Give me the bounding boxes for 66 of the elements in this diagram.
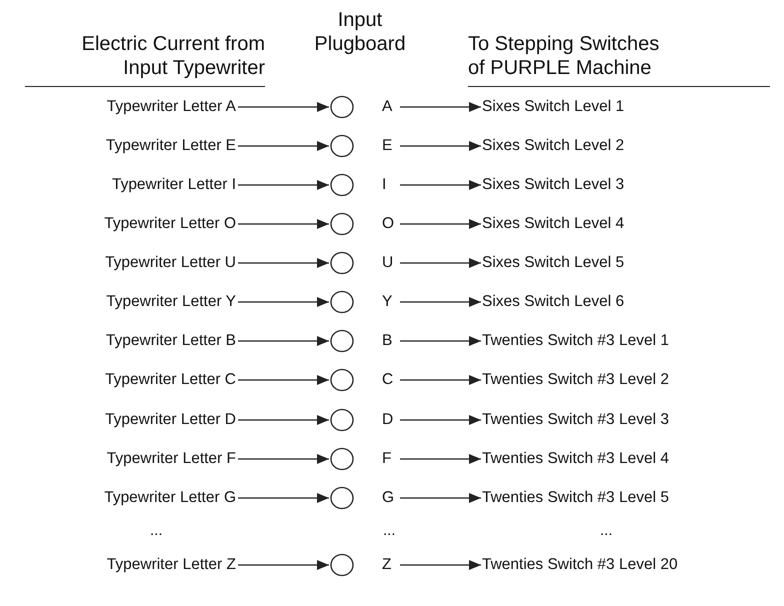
column-heading: To Stepping Switches of PURPLE Machine: [468, 32, 660, 80]
output-label: Twenties Switch #3 Level 5: [482, 488, 669, 508]
plug-letter: E: [382, 136, 392, 156]
plug-letter: B: [382, 331, 392, 351]
output-label: Sixes Switch Level 1: [482, 97, 624, 117]
column-heading: Input Plugboard: [313, 8, 407, 56]
plug-letter: U: [382, 253, 394, 273]
plug-letter: Y: [382, 292, 392, 312]
input-label: Typewriter Letter U: [105, 253, 236, 273]
arrow: [400, 297, 481, 307]
output-label: Sixes Switch Level 5: [482, 253, 624, 273]
plug-letter: I: [382, 175, 386, 195]
arrow: [400, 454, 481, 464]
output-label: Twenties Switch #3 Level 3: [482, 410, 669, 430]
arrow: [238, 180, 329, 190]
arrow: [400, 493, 481, 503]
input-label: Typewriter Letter A: [106, 97, 236, 117]
arrow: [400, 180, 481, 190]
output-label: Twenties Switch #3 Level 20: [482, 555, 678, 575]
arrow: [238, 560, 329, 570]
input-label: Typewriter Letter D: [105, 410, 236, 430]
arrow: [238, 454, 329, 464]
arrow: [238, 375, 329, 385]
arrow: [238, 336, 329, 346]
plug-letter: Z: [382, 555, 392, 575]
ellipsis-text: ...: [600, 522, 613, 540]
arrow: [400, 415, 481, 425]
plug-letter: F: [382, 449, 392, 469]
plug-letter: C: [382, 370, 394, 390]
input-label: Typewriter Letter F: [106, 449, 236, 469]
input-label: Typewriter Letter O: [104, 214, 236, 234]
output-label: Sixes Switch Level 4: [482, 214, 624, 234]
output-label: Sixes Switch Level 3: [482, 175, 624, 195]
ellipsis-text: ...: [150, 522, 163, 540]
input-label: Typewriter Letter G: [104, 488, 236, 508]
arrow: [238, 219, 329, 229]
ellipsis-text: ...: [383, 522, 396, 540]
output-label: Sixes Switch Level 6: [482, 292, 624, 312]
arrow: [400, 336, 481, 346]
input-label: Typewriter Letter Z: [106, 555, 236, 575]
input-label: Typewriter Letter Y: [106, 292, 236, 312]
arrow: [400, 219, 481, 229]
arrow: [400, 102, 481, 112]
arrow: [238, 297, 329, 307]
plug-letter: D: [382, 410, 394, 430]
plug-letter: G: [382, 488, 394, 508]
column-heading: Electric Current from Input Typewriter: [80, 32, 265, 80]
input-label: Typewriter Letter I: [112, 175, 236, 195]
arrow: [238, 415, 329, 425]
arrow: [400, 258, 481, 268]
arrow: [238, 258, 329, 268]
input-label: Typewriter Letter E: [106, 136, 236, 156]
arrow: [238, 102, 329, 112]
arrow: [400, 375, 481, 385]
output-label: Twenties Switch #3 Level 2: [482, 370, 669, 390]
output-label: Twenties Switch #3 Level 4: [482, 449, 669, 469]
input-label: Typewriter Letter B: [106, 331, 236, 351]
plug-letter: O: [382, 214, 394, 234]
arrow: [400, 141, 481, 151]
plug-letter: A: [382, 97, 392, 117]
input-label: Typewriter Letter C: [105, 370, 236, 390]
output-label: Twenties Switch #3 Level 1: [482, 331, 669, 351]
arrow: [400, 560, 481, 570]
arrow: [238, 493, 329, 503]
output-label: Sixes Switch Level 2: [482, 136, 624, 156]
arrow: [238, 141, 329, 151]
